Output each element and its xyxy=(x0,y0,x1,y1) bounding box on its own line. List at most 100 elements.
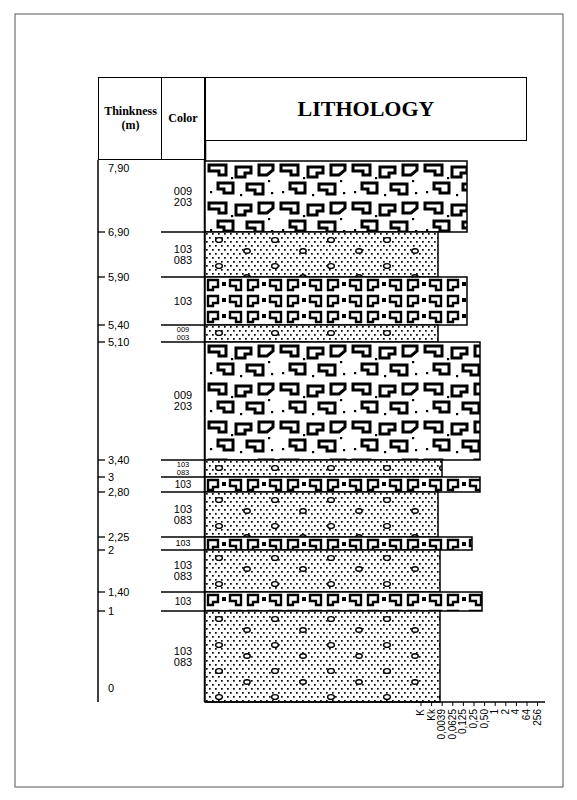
column-border xyxy=(97,160,99,702)
grain-size-value: K xyxy=(416,709,426,716)
grain-size-value: 0,0625 xyxy=(448,709,458,740)
conglomerate-bed xyxy=(205,477,480,492)
bed-pattern xyxy=(205,492,438,537)
grain-size-value: 2 xyxy=(501,709,511,715)
conglomerate-bed xyxy=(205,342,480,460)
bed-ground xyxy=(205,537,472,550)
depth-value: 3,40 xyxy=(108,455,129,466)
sandstone-bed xyxy=(205,232,438,277)
bed-pattern xyxy=(205,232,438,277)
conglomerate-bed xyxy=(205,161,467,232)
bed-ground xyxy=(205,342,480,460)
grain-tick xyxy=(463,702,464,706)
color-code: 103 xyxy=(172,296,194,307)
color-code: 009 203 xyxy=(172,390,194,412)
bed-outline xyxy=(205,342,480,460)
depth-value: 2,25 xyxy=(108,532,129,543)
depth-tick xyxy=(98,476,105,477)
header-text: Color xyxy=(168,112,197,125)
bed-pattern xyxy=(205,342,480,460)
grain-tick xyxy=(442,702,443,706)
grain-tick xyxy=(516,702,517,706)
bed-pattern xyxy=(205,611,440,702)
depth-value: 5,90 xyxy=(108,272,129,283)
header-cell: Thinkness (m) xyxy=(98,77,163,160)
bed-pattern xyxy=(205,460,442,477)
grain-size-value: 0,0039 xyxy=(437,709,447,740)
bed-boundary xyxy=(161,231,205,233)
color-code: 103 083 xyxy=(172,504,194,526)
color-code: 103 083 xyxy=(176,461,191,476)
bed-boundary xyxy=(161,549,205,551)
grain-tick xyxy=(537,702,538,706)
depth-value: 5,40 xyxy=(108,320,129,331)
grain-size-value: 4 xyxy=(511,709,521,715)
depth-value: 5,10 xyxy=(108,337,129,348)
bed-outline xyxy=(205,611,440,702)
bed-ground xyxy=(205,325,438,342)
color-code: 103 083 xyxy=(172,560,194,582)
depth-tick xyxy=(98,491,105,492)
header-text: LITHOLOGY xyxy=(298,97,435,121)
conglomerate-bed xyxy=(205,537,472,550)
bed-pattern xyxy=(205,232,438,277)
bed-pattern xyxy=(205,550,440,592)
bed-ground xyxy=(205,232,438,277)
grain-size-value: 256 xyxy=(533,709,543,726)
sandstone-bed xyxy=(205,325,438,342)
bed-pattern xyxy=(205,460,442,477)
bed-outline xyxy=(205,592,482,611)
sandstone-bed xyxy=(205,460,442,477)
depth-tick xyxy=(98,324,105,325)
bed-pattern xyxy=(205,277,467,325)
depth-value: 2,80 xyxy=(108,487,129,498)
grain-size-value: 0,50 xyxy=(480,709,490,728)
color-code: 103 xyxy=(173,480,193,490)
bed-boundary xyxy=(161,476,205,478)
grain-tick xyxy=(505,702,506,706)
bed-outline xyxy=(205,277,467,325)
bed-ground xyxy=(205,611,440,702)
color-code: 009 003 xyxy=(176,326,191,341)
bed-pattern xyxy=(205,492,438,537)
bed-pattern xyxy=(205,550,440,592)
grain-axis xyxy=(205,701,545,703)
bed-boundary xyxy=(161,341,205,343)
bed-outline xyxy=(205,477,480,492)
conglomerate-bed xyxy=(205,592,482,611)
bed-ground xyxy=(205,460,442,477)
grain-size-value: Kk xyxy=(427,709,437,721)
bed-outline xyxy=(205,232,438,277)
figure-frame xyxy=(15,14,563,787)
grain-tick xyxy=(431,702,432,706)
grain-size-value: 64 xyxy=(522,709,532,720)
conglomerate-bed xyxy=(205,277,467,325)
bed-outline xyxy=(205,460,442,477)
bed-boundary xyxy=(161,491,205,493)
bed-outline xyxy=(205,161,467,232)
bed-outline xyxy=(205,550,440,592)
bed-outline xyxy=(205,492,438,537)
color-code: 103 xyxy=(174,539,192,548)
header-cell: Color xyxy=(161,77,205,160)
bed-ground xyxy=(205,550,440,592)
bed-pattern xyxy=(205,325,438,342)
grain-tick xyxy=(474,702,475,706)
depth-value: 6,90 xyxy=(108,227,129,238)
grain-ticks xyxy=(421,702,538,706)
bed-pattern xyxy=(205,161,467,232)
bed-boundary xyxy=(161,276,205,278)
bed-pattern xyxy=(205,537,472,550)
bed-outline xyxy=(205,537,472,550)
grain-tick xyxy=(527,702,528,706)
depth-ticks xyxy=(98,232,105,611)
color-code: 103 083 xyxy=(172,646,194,668)
bed-ground xyxy=(205,592,482,611)
bed-outline xyxy=(205,325,438,342)
grain-tick xyxy=(421,702,422,706)
depth-value: 3 xyxy=(108,472,114,483)
depth-tick xyxy=(98,341,105,342)
color-code: 103 xyxy=(173,597,193,607)
grain-size-value: 1 xyxy=(490,709,500,715)
depth-tick xyxy=(98,549,105,550)
